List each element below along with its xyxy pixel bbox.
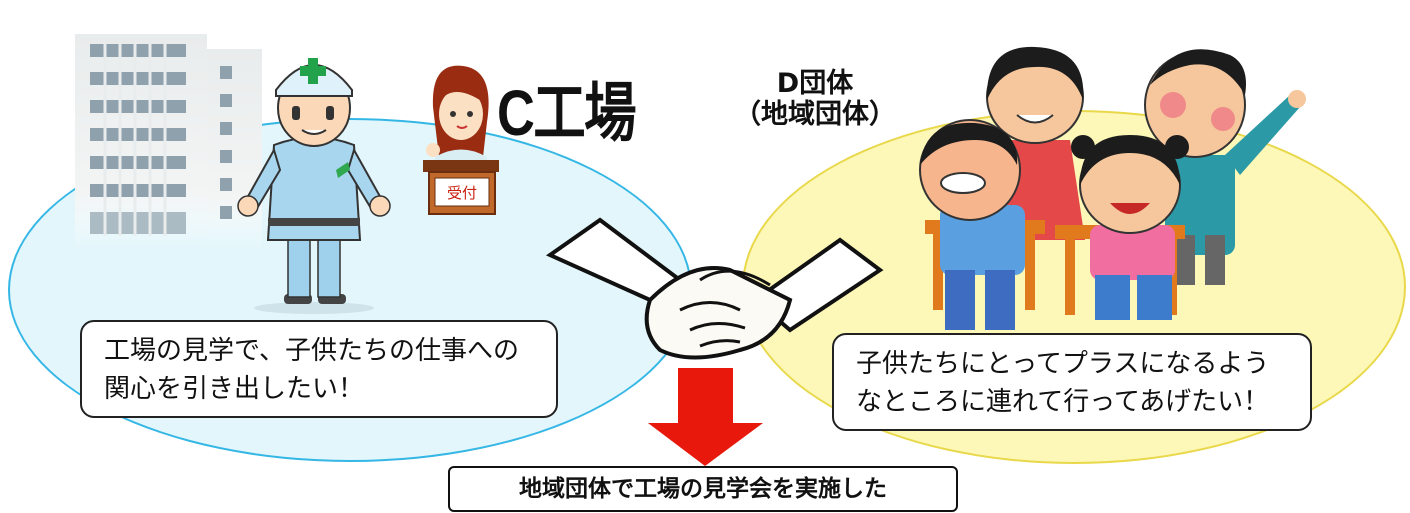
factory-building-icon (75, 34, 262, 249)
handshake-icon (545, 217, 884, 360)
group-wish-callout: 子供たちにとってプラスになるようなところに連れて行ってあげたい！ (832, 333, 1312, 431)
down-arrow-icon (648, 368, 763, 466)
group-label-line2: （地域団体） (734, 99, 896, 130)
receptionist-icon: 受付 (423, 65, 499, 215)
group-label: D団体 （地域団体） (705, 68, 925, 130)
factory-wish-callout: 工場の見学で、子供たちの仕事への関心を引き出したい！ (80, 320, 558, 418)
result-text: 地域団体で工場の見学会を実施した (519, 476, 887, 502)
reception-sign-label: 受付 (447, 184, 477, 202)
group-wish-text: 子供たちにとってプラスになるようなところに連れて行ってあげたい！ (856, 349, 1270, 417)
factory-worker-icon (237, 58, 391, 314)
factory-label: C工場 (497, 77, 637, 149)
result-box: 地域団体で工場の見学会を実施した (448, 466, 958, 512)
group-label-line1: D団体 (776, 68, 854, 99)
factory-wish-text: 工場の見学で、子供たちの仕事への関心を引き出したい！ (104, 336, 519, 404)
children-group-icon (919, 46, 1306, 330)
